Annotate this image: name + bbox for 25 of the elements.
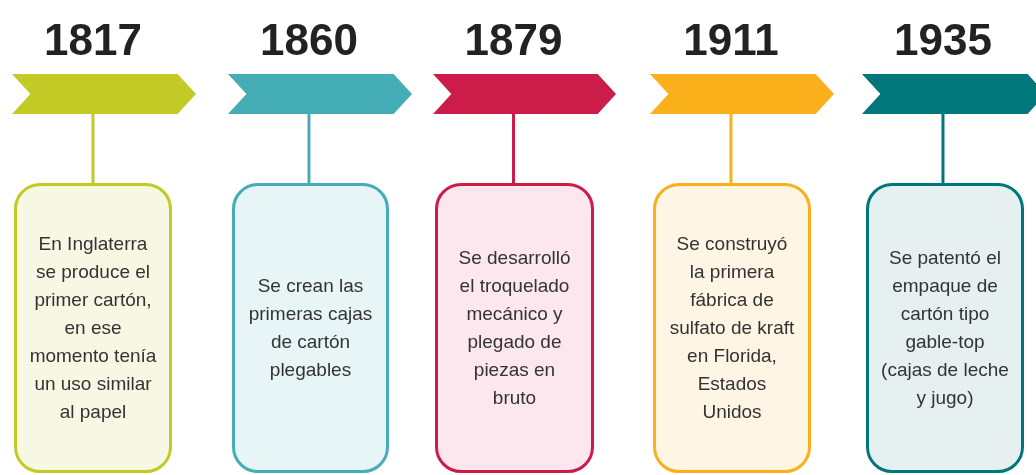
event-description: Se patentó el empaque de cartón tipo gable-top (cajas de leche y jugo) bbox=[881, 246, 1009, 410]
connector-line bbox=[941, 114, 945, 183]
event-card bbox=[653, 183, 811, 473]
event-description: Se desarrolló el troquelado mecánico y plegado de piezas en bruto bbox=[457, 246, 572, 410]
event-description: En Inglaterra se produce el primer cartón, en ese momento tenía un uso similar al papel bbox=[29, 232, 157, 424]
year-label: 1911 bbox=[682, 18, 780, 62]
event-card bbox=[435, 183, 594, 473]
event-description: Se crean las primeras cajas de cartón plegables bbox=[247, 274, 374, 382]
year-label: 1879 bbox=[463, 18, 564, 62]
timeline-marker bbox=[862, 74, 1036, 114]
event-description: Se construyó la primera fábrica de sulfato de kraft en Florida, Estados Unidos bbox=[668, 232, 796, 424]
timeline-marker bbox=[650, 74, 834, 114]
year-label: 1935 bbox=[893, 18, 993, 62]
year-label: 1860 bbox=[259, 18, 359, 62]
connector-line bbox=[307, 114, 311, 183]
timeline-marker bbox=[12, 74, 196, 114]
connector-line bbox=[512, 114, 515, 183]
event-card bbox=[14, 183, 172, 473]
timeline-marker bbox=[228, 74, 412, 114]
event-card bbox=[866, 183, 1024, 473]
connector-line bbox=[91, 114, 95, 183]
timeline-marker bbox=[433, 74, 616, 114]
year-label: 1817 bbox=[43, 18, 143, 62]
connector-line bbox=[729, 114, 733, 183]
event-card bbox=[232, 183, 389, 473]
